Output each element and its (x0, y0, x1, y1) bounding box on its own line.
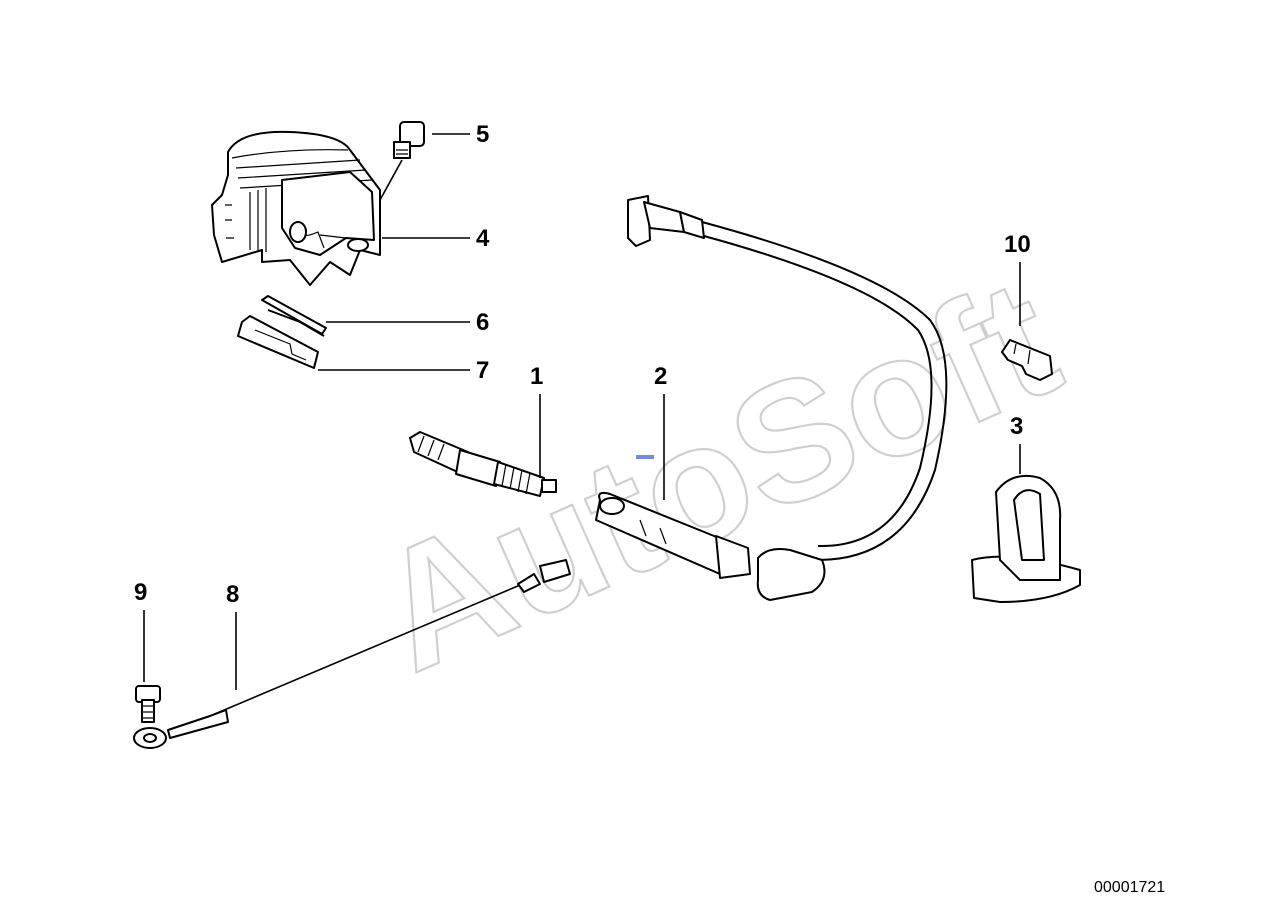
screw-top[interactable] (393, 121, 425, 159)
callout-1: 1 (530, 363, 543, 390)
callout-9: 9 (134, 579, 147, 606)
ground-cable[interactable] (133, 559, 571, 749)
clip[interactable] (1001, 339, 1053, 381)
callout-5: 5 (476, 121, 489, 148)
marker-dash (636, 455, 654, 459)
screw-bottom[interactable] (135, 685, 161, 723)
leader-5-screw (379, 159, 403, 201)
holder[interactable] (971, 474, 1081, 603)
plate-lower[interactable] (237, 315, 319, 369)
spark-plug[interactable] (409, 431, 557, 497)
ignition-coil[interactable] (211, 130, 381, 286)
callouts: 5 4 6 7 1 2 10 3 8 9 (134, 121, 1031, 608)
ignition-lead[interactable] (595, 195, 948, 601)
callout-7: 7 (476, 357, 489, 384)
callout-3: 3 (1010, 413, 1023, 440)
leader-lines (143, 133, 1021, 690)
callout-6: 6 (476, 309, 489, 336)
callout-10: 10 (1004, 231, 1031, 258)
plate-upper[interactable] (261, 295, 327, 337)
document-number: 00001721 (1094, 879, 1165, 896)
callout-2: 2 (654, 363, 667, 390)
callout-8: 8 (226, 581, 239, 608)
callout-4: 4 (476, 225, 490, 252)
